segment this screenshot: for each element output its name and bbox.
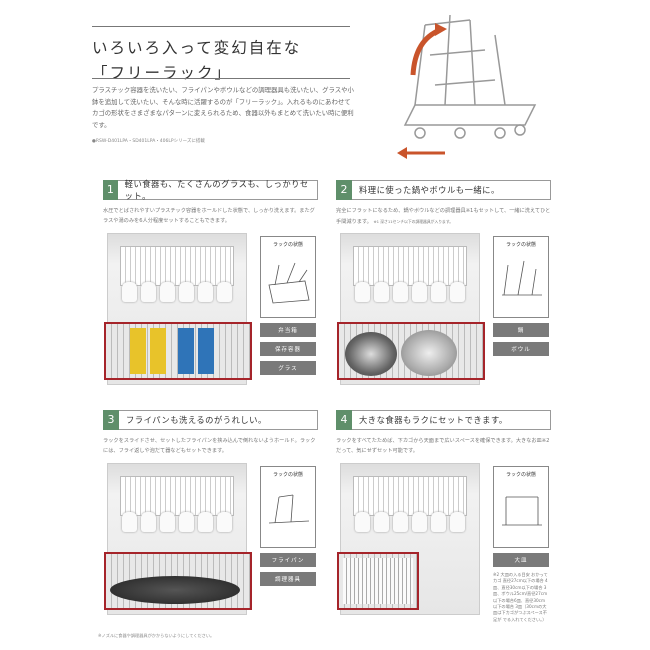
label-container: 保存容器 xyxy=(260,342,316,356)
label-large-plate: 大皿 xyxy=(493,553,549,567)
free-rack-illustration xyxy=(397,14,537,159)
dishwasher-photo xyxy=(104,463,252,615)
highlight-box xyxy=(337,322,485,380)
page-title: いろいろ入って変幻自在な「フリーラック」 xyxy=(92,39,302,82)
highlight-box xyxy=(104,322,252,380)
panel-number: 2 xyxy=(336,179,352,200)
label-pot: 鍋 xyxy=(493,323,549,337)
highlight-box xyxy=(104,552,252,610)
dishwasher-photo xyxy=(104,233,252,385)
top-rule xyxy=(92,26,350,27)
label-utensils: 調理器具 xyxy=(260,572,316,586)
plate-note: ※2 大皿の入る目安 おかって カゴ 直径27cm以下の場合 4皿、直径30cm… xyxy=(493,572,548,622)
panel-title: 料理に使った鍋やボウルも一緒に。 xyxy=(359,185,500,195)
panel-3: 3 フライパンも洗えるのがうれしい。 ラックをスライドさせ、セットしたフライパンを… xyxy=(103,409,318,625)
rack-state-diagram: ラックの状態 xyxy=(260,236,316,318)
highlight-box xyxy=(337,552,419,610)
panel-body: 水圧でとばされやすいプラスチック容器をホールドした状態で、しっかり洗えます。また… xyxy=(103,208,315,224)
panel-title: 軽い食器も、たくさんのグラスも、しっかりセット。 xyxy=(124,179,309,201)
panel-number: 1 xyxy=(103,179,118,200)
rack-state-diagram: ラックの状態 xyxy=(260,466,316,548)
panel-2: 2 料理に使った鍋やボウルも一緒に。 完全にフラットになるため、鍋やボウルなどの調… xyxy=(336,179,551,395)
rack-state-diagram: ラックの状態 xyxy=(493,236,549,318)
label-bowl: ボウル xyxy=(493,342,549,356)
label-frypan: フライパン xyxy=(260,553,316,567)
label-bento: 弁当箱 xyxy=(260,323,316,337)
dishwasher-photo xyxy=(337,463,480,615)
panel-number: 4 xyxy=(336,409,352,430)
label-glass: グラス xyxy=(260,361,316,375)
panel-body: ラックをすべてたためば、下カゴから天面まで広いスペースを確保できます。大きなお皿… xyxy=(336,438,550,454)
dishwasher-photo xyxy=(337,233,485,385)
panel-number: 3 xyxy=(103,409,119,430)
panel-title: 大きな食器もラクにセットできます。 xyxy=(359,415,508,425)
footnote: ※1 深さ11センチ以下の調理器具が入ります。 xyxy=(373,218,454,224)
panel-title: フライパンも洗えるのがうれしい。 xyxy=(126,415,267,425)
rack-state-diagram: ラックの状態 xyxy=(493,466,549,548)
title-rule xyxy=(92,78,350,79)
intro-text: プラスチック容器を洗いたい、フライパンやボウルなどの調理器具も洗いたい、グラスや… xyxy=(92,86,354,129)
panel-1: 1 軽い食器も、たくさんのグラスも、しっかりセット。 水圧でとばされやすいプラスチ… xyxy=(103,179,318,395)
panel-4: 4 大きな食器もラクにセットできます。 ラックをすべてたためば、下カゴから天面まで… xyxy=(336,409,551,625)
panel-body: 完全にフラットになるため、鍋やボウルなどの調理器具※1もセットして、一緒に洗えて… xyxy=(336,208,551,225)
panel-body: ラックをスライドさせ、セットしたフライパンを挟み込んで倒れないようホールド。ラッ… xyxy=(103,438,316,454)
model-note: ●RSW-D401LPA・SD401LPA・406LPシリーズに搭載 xyxy=(92,139,205,144)
footer-note: ※ノズルに食器や調理器具がかからないようにしてください。 xyxy=(98,633,215,638)
